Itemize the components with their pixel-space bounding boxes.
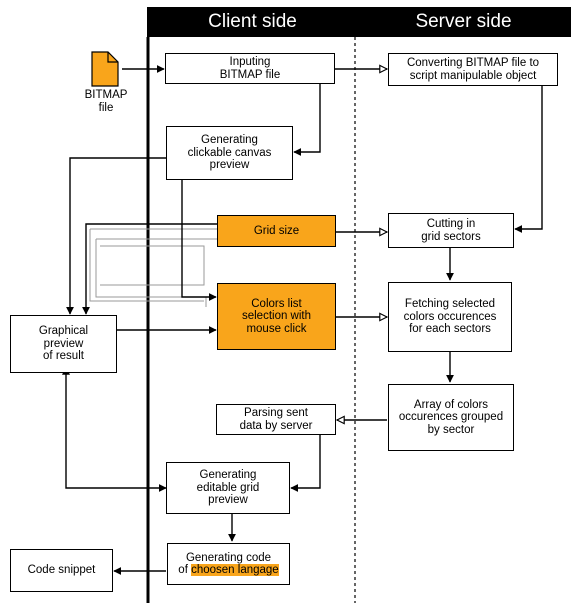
node-generating-code[interactable]: Generating code of choosen langage [167, 543, 290, 585]
node-code-snippet[interactable]: Code snippet [10, 549, 113, 592]
header-bar [147, 7, 571, 37]
chosen-language-highlight: choosen langage [191, 564, 279, 576]
arrow-graphical-editable-bidirectional [62, 366, 167, 492]
file-corner-fold [107, 52, 118, 63]
bitmap-file-label: BITMAP file [84, 89, 128, 114]
bitmap-file-icon [91, 51, 119, 87]
arrow-canvas-to-graphical [66, 157, 166, 315]
node-grid-size[interactable]: Grid size [217, 215, 336, 247]
arrow-parsing-to-editable [290, 435, 321, 492]
server-side-header: Server side [415, 11, 512, 32]
client-side-header: Client side [208, 11, 297, 32]
arrow-converting-to-cutting [514, 86, 543, 233]
arrow-gridsize-to-graphical [82, 223, 218, 315]
arrow-canvas-to-colorslist [181, 180, 217, 301]
arrow-inputing-to-canvas [293, 84, 321, 156]
grid-wireframe-sketch [89, 228, 218, 307]
